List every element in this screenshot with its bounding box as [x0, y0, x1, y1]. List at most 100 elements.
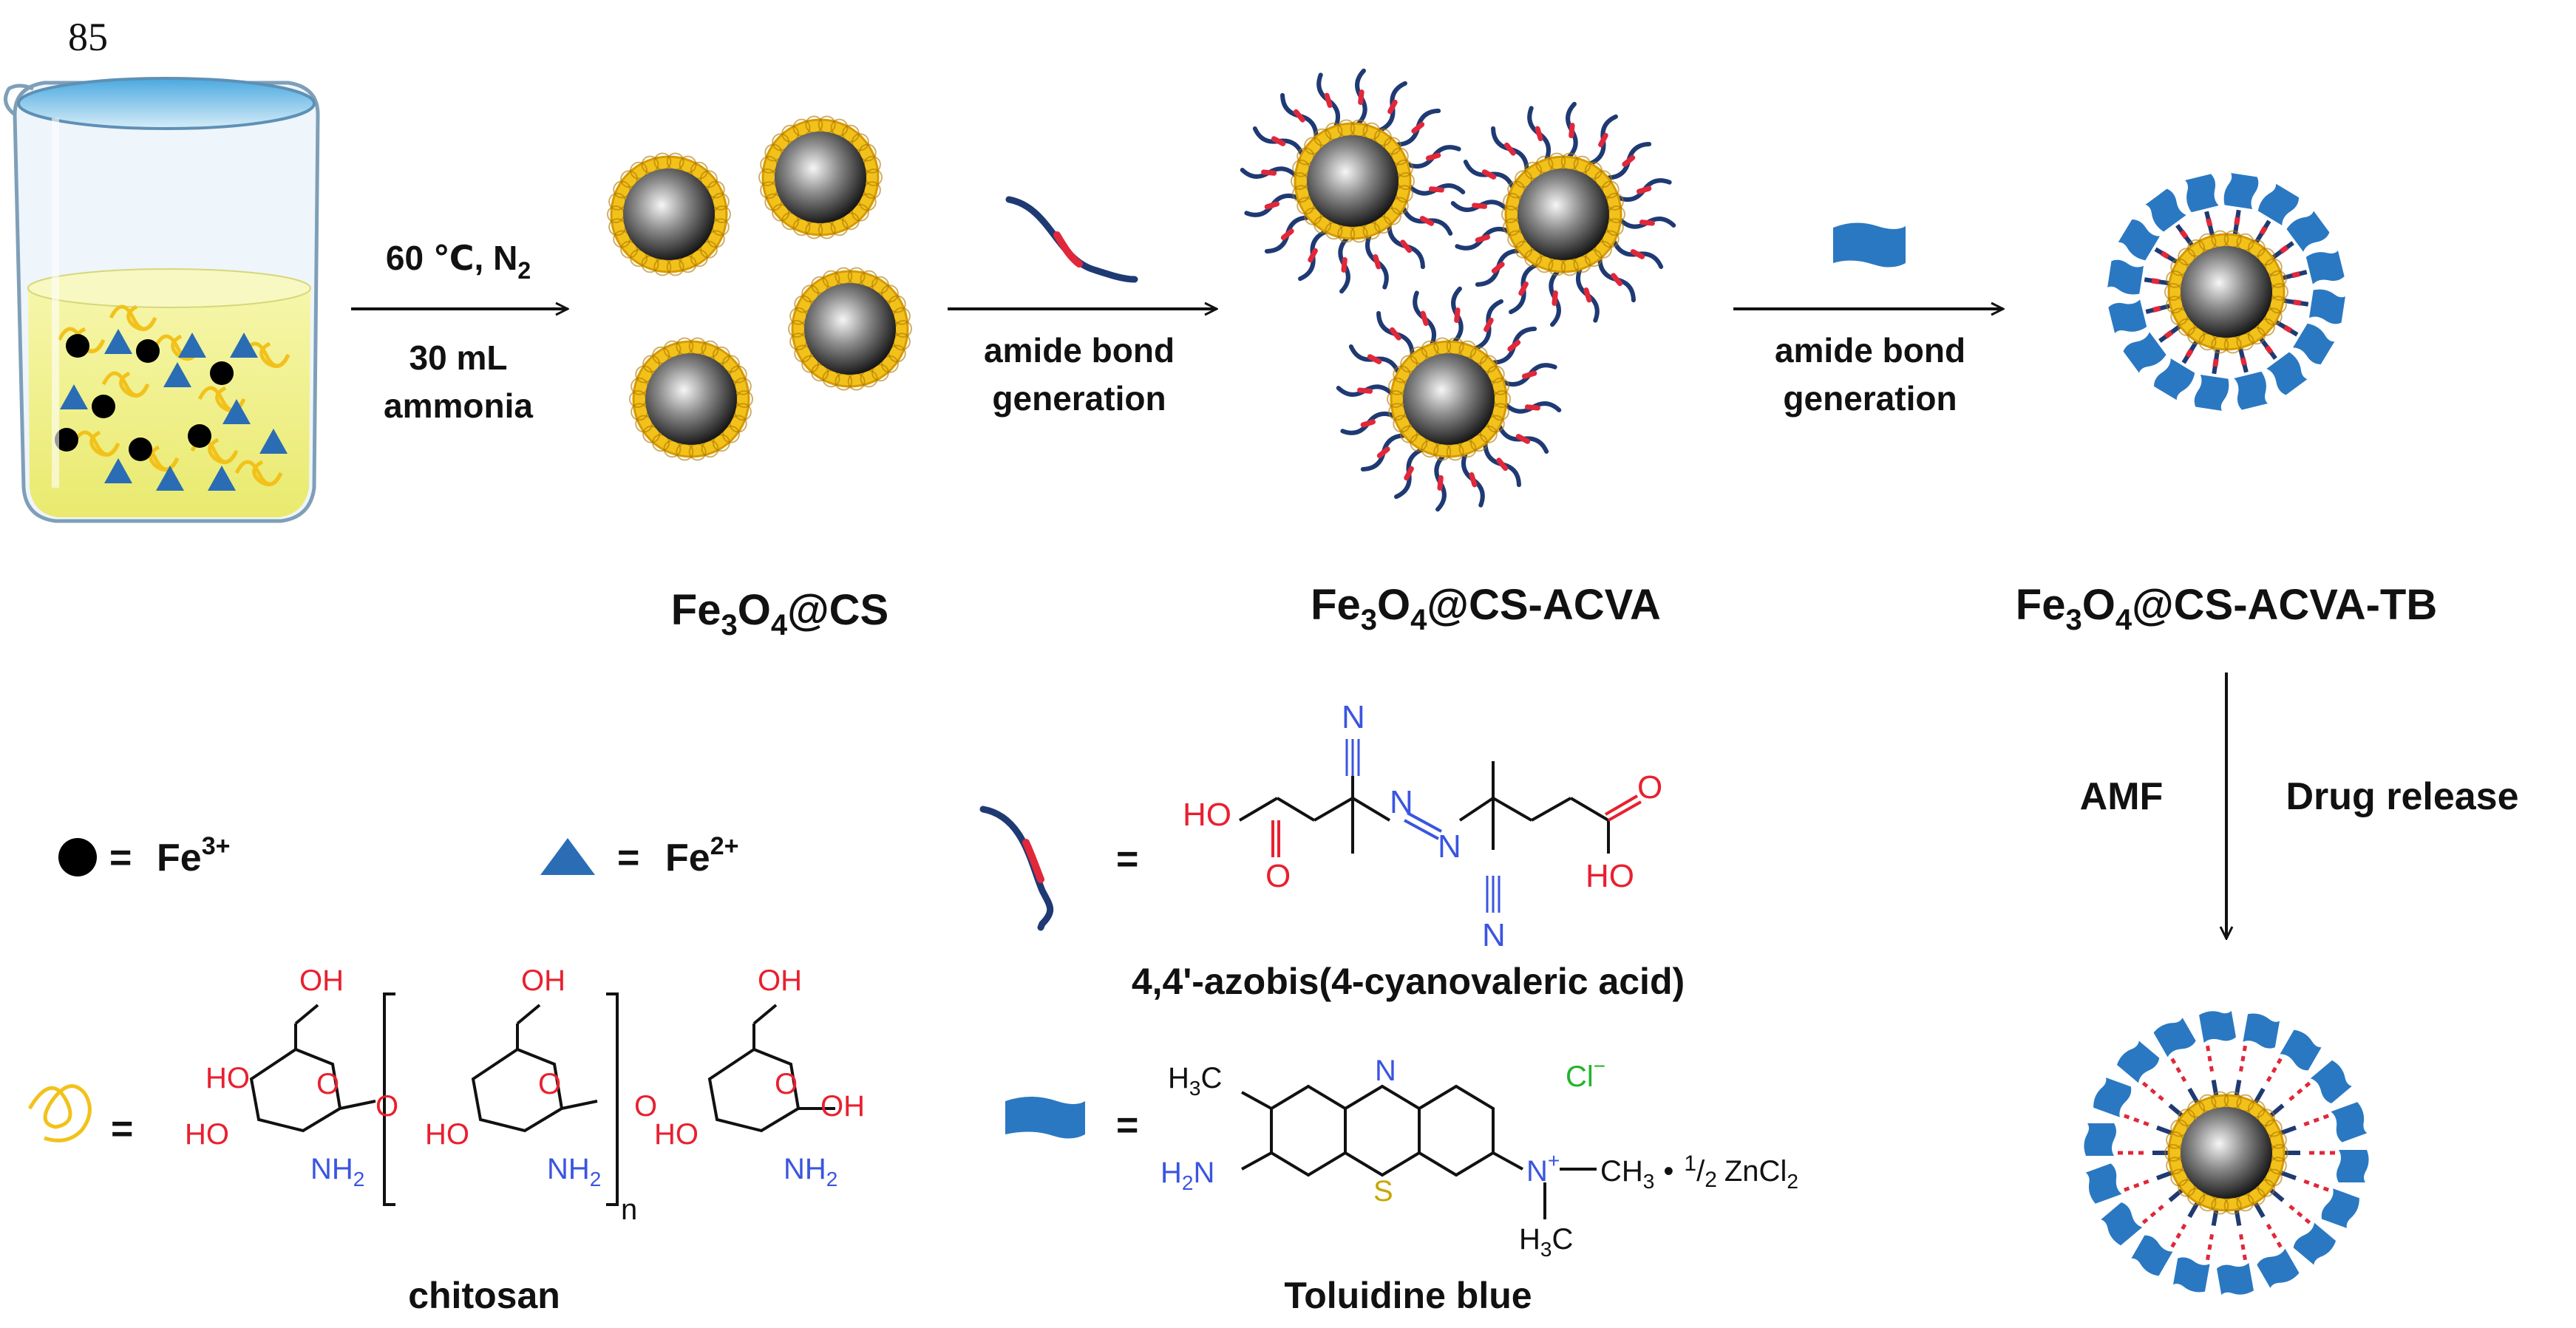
tb-molecule — [2145, 188, 2186, 232]
fe3-ion — [136, 339, 160, 363]
chitosan-strand — [242, 341, 290, 369]
svg-text:Cl−: Cl− — [1566, 1055, 1605, 1093]
tb-legend-icon — [1005, 1097, 1085, 1139]
tb-molecule — [2266, 352, 2308, 395]
tb-molecule — [2116, 1041, 2160, 1083]
legend-fe3-label: Fe3+ — [157, 832, 230, 879]
product-label-fe3o4-cs-acva-tb: Fe3O4@CS-ACVA-TB — [2016, 581, 2437, 636]
svg-text:N: N — [1375, 1055, 1396, 1087]
fe3-ion — [92, 395, 115, 418]
tb-molecule — [2309, 289, 2345, 324]
tb-molecule — [2234, 371, 2268, 410]
azo-red-segment — [1053, 231, 1083, 268]
tb-molecule — [2172, 1257, 2210, 1293]
chitosan-legend-icon — [27, 1084, 92, 1143]
fe2-ion — [222, 399, 251, 424]
tb-molecule — [2305, 251, 2345, 285]
release-trigger-label: AMF — [2080, 775, 2164, 818]
svg-text:NH2: NH2 — [784, 1153, 837, 1191]
svg-text:O: O — [538, 1068, 561, 1100]
svg-text:NH2: NH2 — [547, 1153, 601, 1191]
nanoparticle — [1501, 152, 1625, 276]
tb-molecule — [2153, 358, 2195, 401]
chitosan-strand — [234, 460, 283, 487]
svg-text:OH: OH — [820, 1090, 865, 1123]
fe2-ion — [60, 384, 88, 409]
chitosan-strand — [101, 371, 150, 398]
fe3o4-core — [1307, 135, 1399, 227]
chitosan-strand — [109, 304, 157, 332]
tb-molecule — [2194, 375, 2229, 411]
tb-molecule — [2084, 1123, 2116, 1156]
fe3o4-core — [645, 353, 737, 445]
svg-text:O: O — [316, 1068, 339, 1100]
tb-molecule — [2118, 219, 2160, 261]
fe3-ion — [210, 361, 234, 385]
acva-n-cyano-top: N — [1342, 699, 1365, 735]
legend-chitosan-eq: = — [111, 1108, 133, 1151]
svg-text:H3C: H3C — [1168, 1062, 1222, 1100]
svg-text:O: O — [634, 1090, 657, 1123]
fe3o4-core — [2181, 246, 2272, 338]
fe3o4-core — [2181, 1107, 2272, 1199]
svg-text:HO: HO — [185, 1118, 229, 1151]
acva-ho-left: HO — [1183, 797, 1231, 833]
legend-fe2-label: Fe2+ — [665, 832, 738, 879]
fe2-ion — [104, 329, 132, 354]
tb-molecule — [2153, 1018, 2196, 1058]
svg-text:OH: OH — [758, 964, 802, 997]
toluidine-blue-icon — [1833, 222, 1906, 268]
fe2-ion — [208, 466, 236, 491]
svg-text:S: S — [1373, 1175, 1393, 1208]
acva-name: 4,4'-azobis(4-cyanovaleric acid) — [1132, 961, 1685, 1002]
legend-fe3-eq: = — [109, 837, 132, 879]
chitosan-strand — [197, 386, 246, 413]
fe3o4-cs-particles — [607, 115, 912, 461]
fe3o4-core — [1518, 168, 1609, 260]
step1-arrow-group: 60 ℃, N2 30 mL ammonia — [351, 239, 568, 425]
release-result-label: Drug release — [2286, 775, 2518, 818]
legend-fe2-eq: = — [617, 837, 639, 879]
tb-molecule — [2257, 183, 2300, 225]
tb-molecule — [2337, 1150, 2369, 1182]
tb-molecule — [2321, 1188, 2359, 1228]
tb-molecule — [2217, 1262, 2254, 1295]
acva-ho-right: HO — [1586, 858, 1634, 894]
released-particle — [2084, 1010, 2369, 1295]
product-label-fe3o4-cs-acva: Fe3O4@CS-ACVA — [1311, 581, 1661, 636]
nanoparticle — [2164, 230, 2288, 354]
fe3o4-core — [804, 283, 896, 375]
nanoparticle — [629, 337, 753, 461]
chitosan-strand — [72, 430, 120, 457]
tb-molecule — [2286, 211, 2330, 252]
tb-name: Toluidine blue — [1284, 1275, 1532, 1316]
fe2-triangle-icon — [540, 838, 595, 875]
tb-molecule — [2280, 1029, 2322, 1071]
nanoparticle — [1291, 119, 1415, 243]
tb-molecule — [2257, 1248, 2300, 1288]
tb-molecule — [2223, 173, 2259, 209]
acva-legend-icon — [979, 806, 1054, 931]
tb-molecule — [2331, 1102, 2368, 1143]
step1-condition-temperature: 60 ℃, N2 — [386, 239, 531, 284]
svg-text:HO: HO — [654, 1118, 699, 1151]
step1-condition-reagent: ammonia — [384, 387, 533, 425]
fe2-ion — [104, 458, 132, 483]
step3-arrow-group: amide bond generation — [1733, 222, 2003, 418]
legend-chitosan: = OH OH OH HO HO HO — [27, 964, 865, 1316]
fe2-ion — [178, 333, 206, 358]
svg-text:HO: HO — [205, 1062, 250, 1094]
fe3-ion — [55, 428, 78, 452]
legend-tb-eq: = — [1116, 1104, 1138, 1147]
svg-text:N+: N+ — [1526, 1149, 1560, 1188]
step1-condition-volume: 30 mL — [409, 338, 508, 377]
acva-n-azo-2: N — [1438, 828, 1461, 865]
tb-molecule — [2310, 1060, 2352, 1103]
product-label-fe3o4-cs: Fe3O4@CS — [671, 586, 888, 641]
step3-label-line1: amide bond — [1775, 331, 1965, 370]
fe2-ion — [163, 362, 191, 387]
nanoparticle — [758, 115, 883, 239]
